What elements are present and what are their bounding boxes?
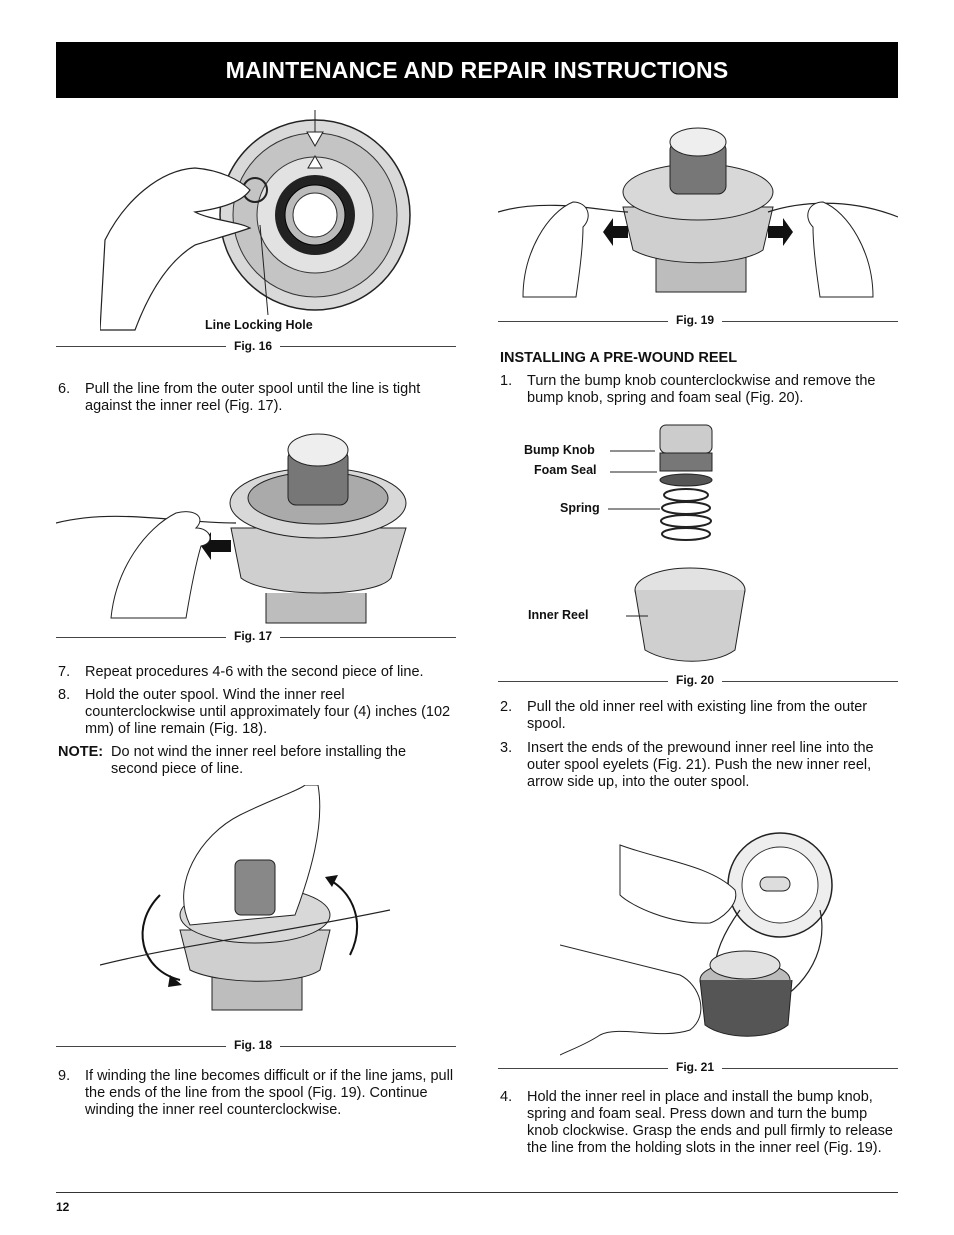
fig16-label: Fig. 16	[226, 339, 281, 353]
step-text: Hold the outer spool. Wind the inner ree…	[85, 687, 451, 737]
fig21-label: Fig. 21	[668, 1060, 723, 1074]
fig16-illustration	[100, 110, 411, 331]
step-number: 3.	[500, 740, 513, 756]
step-text: Repeat procedures 4-6 with the second pi…	[85, 664, 424, 680]
step-text: Hold the inner reel in place and install…	[527, 1089, 893, 1156]
fig17-illustration	[56, 433, 407, 624]
line-locking-hole-callout: Line Locking Hole	[205, 318, 313, 332]
step-number: 6.	[58, 381, 71, 397]
step-text: Insert the ends of the prewound inner re…	[527, 740, 874, 790]
footer-rule	[56, 1192, 898, 1193]
fig20-illustration	[608, 424, 746, 662]
spring-callout: Spring	[560, 501, 600, 515]
fig21-illustration	[560, 832, 833, 1056]
fig17-label: Fig. 17	[226, 629, 281, 643]
step-text: Pull the old inner reel with existing li…	[527, 699, 868, 732]
step-number: 1.	[500, 373, 513, 389]
step-text: Turn the bump knob counterclockwise and …	[527, 373, 876, 406]
fig18-label: Fig. 18	[226, 1038, 281, 1052]
step-9: 9. If winding the line becomes difficult…	[58, 1068, 456, 1119]
page-title: MAINTENANCE AND REPAIR INSTRUCTIONS	[56, 42, 898, 98]
note-text: Do not wind the inner reel before instal…	[111, 744, 407, 777]
fig20-label: Fig. 20	[668, 673, 723, 687]
fig18-illustration	[100, 785, 391, 1011]
step-2: 2. Pull the old inner reel with existing…	[500, 699, 898, 733]
section-heading: INSTALLING A PRE-WOUND REEL	[500, 350, 738, 366]
step-4: 4. Hold the inner reel in place and inst…	[500, 1089, 898, 1157]
note-label: NOTE:	[58, 744, 104, 760]
step-number: 8.	[58, 687, 71, 703]
fig19-illustration	[498, 127, 898, 298]
step-8: 8. Hold the outer spool. Wind the inner …	[58, 687, 456, 738]
step-text: Pull the line from the outer spool until…	[85, 381, 421, 414]
step-number: 7.	[58, 664, 71, 680]
inner-reel-callout: Inner Reel	[528, 608, 589, 622]
step-number: 4.	[500, 1089, 513, 1105]
step-6: 6. Pull the line from the outer spool un…	[58, 381, 456, 415]
step-text: If winding the line becomes difficult or…	[85, 1068, 454, 1118]
note: NOTE: Do not wind the inner reel before …	[58, 744, 456, 778]
step-7: 7. Repeat procedures 4-6 with the second…	[58, 664, 456, 681]
bump-knob-callout: Bump Knob	[524, 443, 595, 457]
step-number: 2.	[500, 699, 513, 715]
fig19-label: Fig. 19	[668, 313, 723, 327]
page-number: 12	[56, 1200, 70, 1214]
step-number: 9.	[58, 1068, 71, 1084]
step-1: 1. Turn the bump knob counterclockwise a…	[500, 373, 898, 407]
step-3: 3. Insert the ends of the prewound inner…	[500, 740, 898, 791]
foam-seal-callout: Foam Seal	[534, 463, 597, 477]
